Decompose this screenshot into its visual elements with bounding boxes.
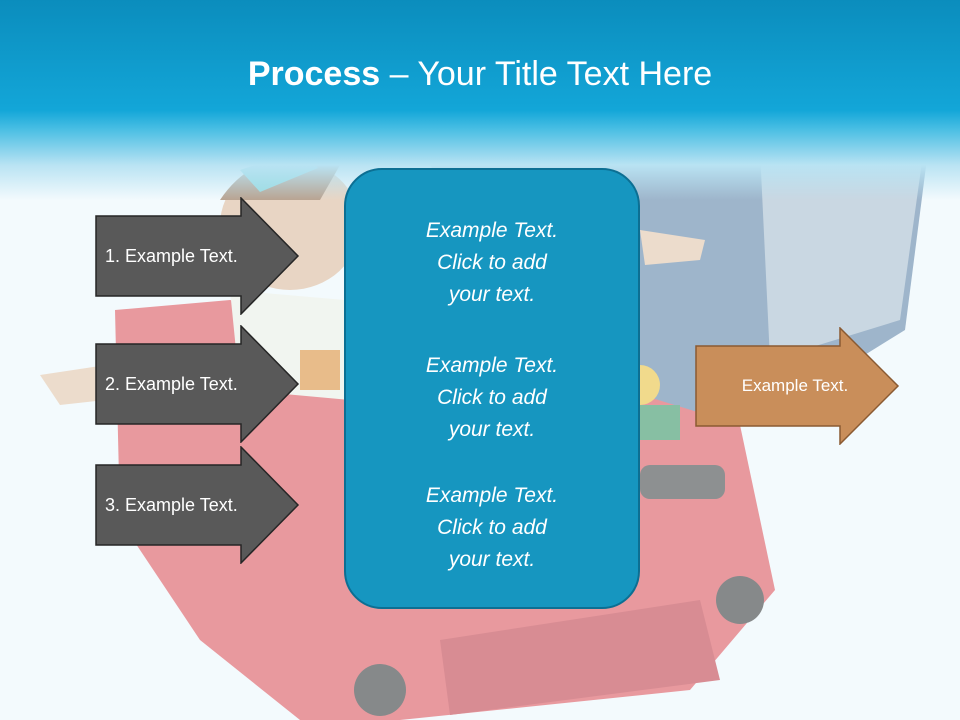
step-label-1: 1. Example Text. [105,245,238,266]
center-item-3-line3: your text. [448,548,536,571]
result-label: Example Text. [741,376,849,395]
center-item-1: Example Text. Click to add your text. [346,215,638,311]
center-item-3: Example Text. Click to add your text. [346,480,638,576]
center-item-1-line3: your text. [448,283,536,306]
step-arrow-2[interactable]: 2. Example Text. [95,325,300,443]
center-item-2-line3: your text. [448,418,536,441]
center-item-3-line2: Click to add [437,516,547,539]
center-item-2: Example Text. Click to add your text. [346,350,638,446]
right-arrow-shape-icon [95,446,300,564]
slide-title[interactable]: Process – Your Title Text Here [0,52,960,96]
title-rest: – Your Title Text Here [380,55,713,93]
header-band [0,0,960,200]
center-text-box[interactable]: Example Text. Click to add your text. Ex… [344,168,640,609]
center-item-3-line1: Example Text. [425,484,559,507]
right-arrow-shape-icon [95,325,300,443]
step-label-3: 3. Example Text. [105,494,238,515]
center-item-1-line2: Click to add [437,251,547,274]
result-arrow[interactable]: Example Text. [695,327,900,445]
title-bold: Process [247,55,381,93]
center-item-2-line2: Click to add [437,386,547,409]
right-arrow-shape-icon [95,197,300,315]
center-item-1-line1: Example Text. [425,219,559,242]
step-arrow-1[interactable]: 1. Example Text. [95,197,300,315]
step-arrow-3[interactable]: 3. Example Text. [95,446,300,564]
center-item-2-line1: Example Text. [425,354,559,377]
right-arrow-shape-icon [695,327,900,445]
step-label-2: 2. Example Text. [105,373,238,394]
